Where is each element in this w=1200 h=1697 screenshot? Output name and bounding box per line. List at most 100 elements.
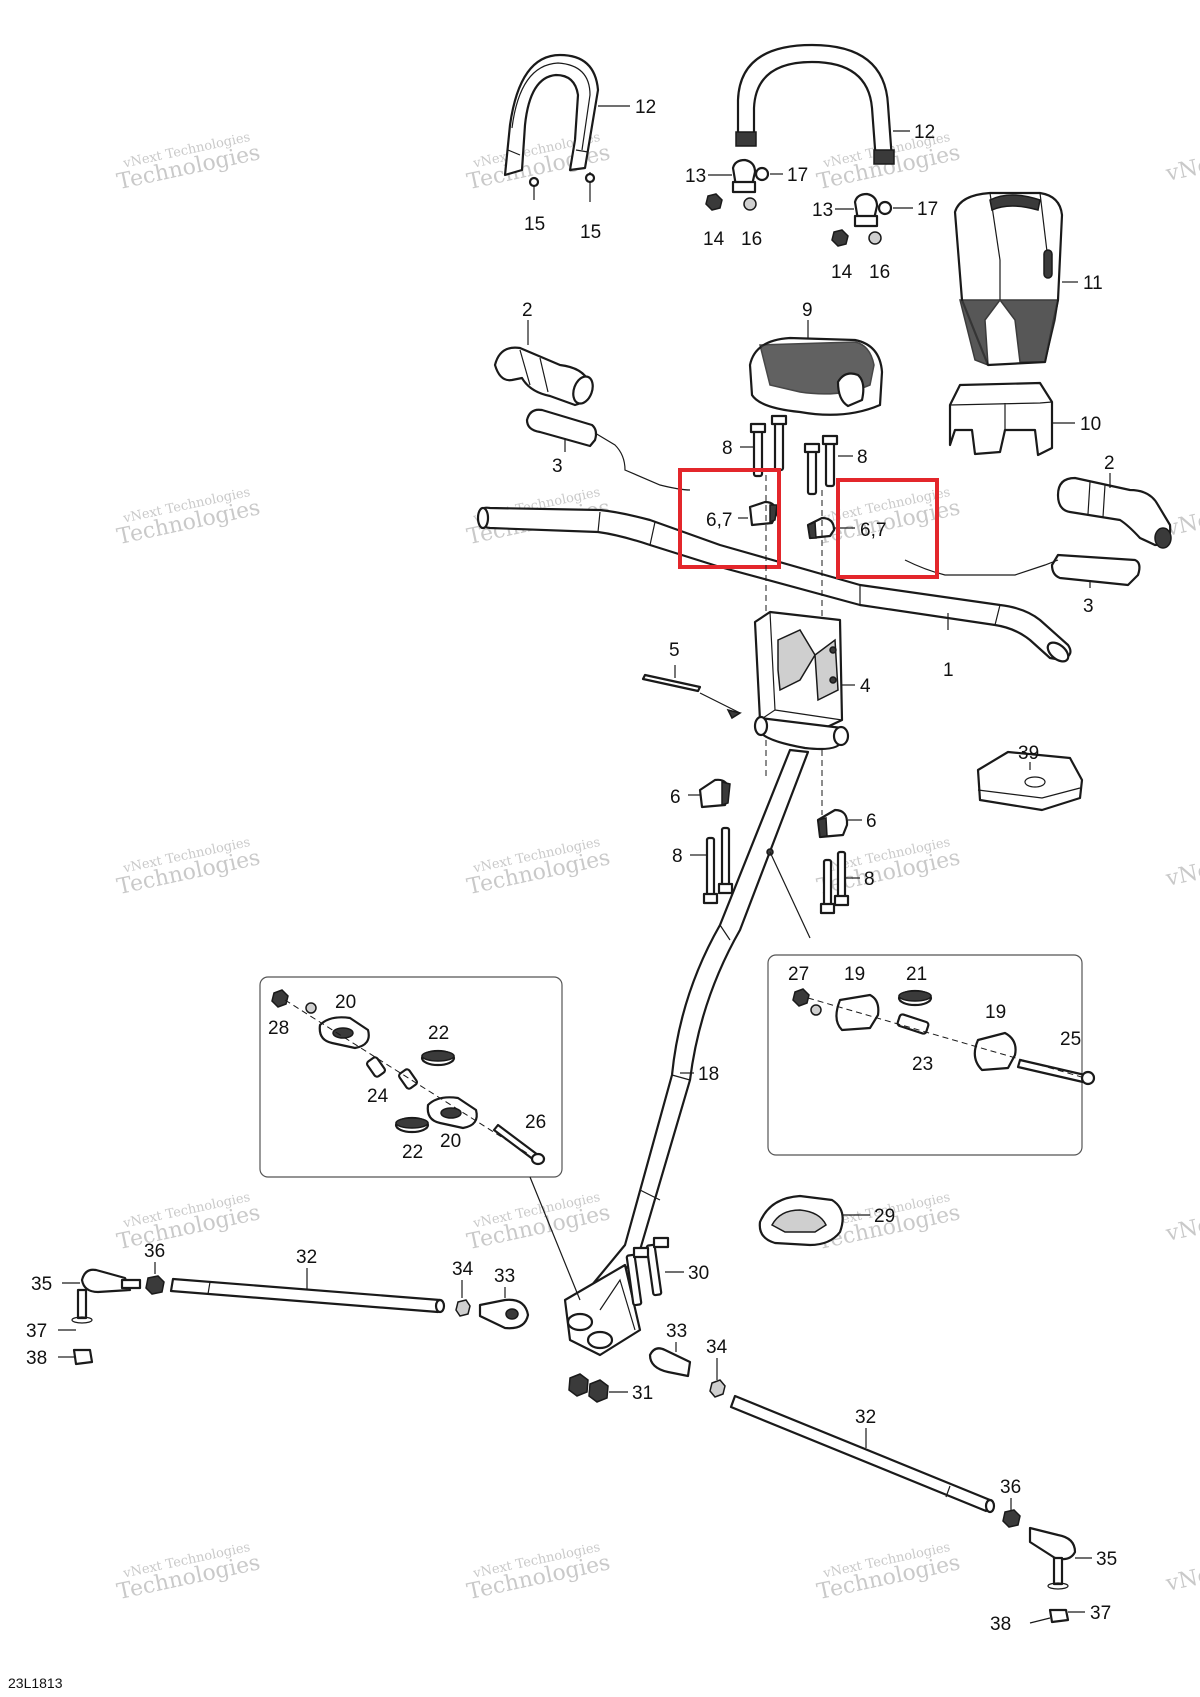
- callout-14a: 14: [703, 229, 725, 250]
- callout-19a: 19: [844, 964, 865, 985]
- watermark: vNext Technologies Technologies: [115, 1190, 263, 1255]
- handle-loop-right: [735, 43, 895, 165]
- callout-9: 9: [802, 300, 813, 321]
- callout-8b: 8: [857, 447, 868, 468]
- clamp-67-left: [748, 500, 778, 527]
- callout-17a: 17: [787, 165, 808, 186]
- callout-30: 30: [688, 1263, 709, 1284]
- callout-4: 4: [860, 676, 871, 697]
- callout-10: 10: [1080, 414, 1101, 435]
- svg-text:vNext: vNext: [1163, 1559, 1200, 1597]
- callout-1: 1: [943, 660, 954, 681]
- callout-17b: 17: [917, 199, 938, 220]
- callout-14b: 14: [831, 262, 853, 283]
- inset-right-parts: [792, 988, 1096, 1086]
- callout-36a: 36: [144, 1241, 165, 1262]
- inset-detail-right: [767, 954, 1083, 1156]
- svg-text:vNext: vNext: [1163, 1209, 1200, 1247]
- watermark-edge: vNext: [1163, 1559, 1200, 1597]
- clamp-6-lower-right: [816, 808, 849, 839]
- callout-22b: 22: [402, 1142, 423, 1163]
- callout-29: 29: [874, 1206, 895, 1227]
- clamp-67-right: [806, 516, 836, 540]
- cover-10: [948, 381, 1054, 457]
- clamp-6-lower-left: [698, 778, 731, 809]
- clamp-set-right: [831, 192, 893, 247]
- handle-riser-left: [503, 53, 600, 202]
- callout-20a: 20: [335, 992, 356, 1013]
- callout-15a: 15: [524, 214, 545, 235]
- throttle-3-left: [525, 408, 691, 491]
- callout-32b: 32: [855, 1407, 876, 1428]
- plate-39: [976, 750, 1084, 812]
- callout-37a: 37: [26, 1321, 47, 1342]
- callout-8d: 8: [864, 869, 875, 890]
- callout-25: 25: [1060, 1029, 1081, 1050]
- watermark: vNext Technologies Technologies: [815, 485, 963, 550]
- callout-28: 28: [268, 1018, 289, 1039]
- watermark: vNext Technologies Technologies: [115, 485, 263, 550]
- watermark: vNext Technologies Technologies: [815, 835, 963, 900]
- callout-6a: 6: [670, 787, 681, 808]
- handlebar-1: [476, 506, 1072, 663]
- strip-5: [641, 673, 742, 720]
- callout-11: 11: [1083, 273, 1103, 294]
- callout-23: 23: [912, 1054, 933, 1075]
- watermark: vNext Technologies Technologies: [465, 835, 613, 900]
- watermark-edge: vNext: [1163, 854, 1200, 892]
- callout-33a: 33: [494, 1266, 515, 1287]
- bolts-8-lower-left: [702, 826, 734, 905]
- callout-2a: 2: [522, 300, 533, 321]
- callout-22a: 22: [428, 1023, 449, 1044]
- cover-9: [748, 336, 884, 416]
- callout-31: 31: [632, 1383, 653, 1404]
- svg-text:vNext: vNext: [1163, 149, 1200, 187]
- callout-6b: 6: [866, 811, 877, 832]
- lever-29: [758, 1194, 844, 1247]
- callout-12a: 12: [635, 97, 656, 118]
- watermark: vNext Technologies Technologies: [465, 1190, 613, 1255]
- clamp-set-left: [705, 158, 770, 211]
- highlight-box-right: [836, 478, 939, 579]
- callout-38a: 38: [26, 1348, 47, 1369]
- watermark: vNext Technologies Technologies: [815, 1540, 963, 1605]
- bolts-8-top-left: [749, 414, 788, 478]
- callout-19b: 19: [985, 1002, 1006, 1023]
- callout-34a: 34: [452, 1259, 474, 1280]
- callout-8c: 8: [672, 846, 683, 867]
- callout-20b: 20: [440, 1131, 461, 1152]
- watermark-edge: vNext: [1163, 149, 1200, 187]
- callout-8a: 8: [722, 438, 733, 459]
- watermark: vNext Technologies Technologies: [115, 835, 263, 900]
- callout-33b: 33: [666, 1321, 687, 1342]
- callout-67a: 6,7: [706, 510, 732, 531]
- watermark: vNext Technologies Technologies: [115, 130, 263, 195]
- tie-rod-left: [71, 1268, 530, 1366]
- callout-38b: 38: [990, 1614, 1011, 1635]
- grip-2-right: [1056, 476, 1172, 549]
- inset-detail-left: [259, 976, 563, 1178]
- callout-13b: 13: [812, 200, 833, 221]
- watermark-edge: vNext: [1163, 1209, 1200, 1247]
- callout-32a: 32: [296, 1247, 317, 1268]
- tie-rod-right: [648, 1347, 1077, 1624]
- callout-27: 27: [788, 964, 809, 985]
- callout-3a: 3: [552, 456, 563, 477]
- diagram-code: 23L1813: [8, 1675, 63, 1691]
- nuts-31: [568, 1373, 609, 1403]
- callout-26: 26: [525, 1112, 546, 1133]
- callout-2b: 2: [1104, 453, 1115, 474]
- callout-35b: 35: [1096, 1549, 1117, 1570]
- cover-11: [953, 191, 1064, 367]
- callout-15b: 15: [580, 222, 601, 243]
- callout-13a: 13: [685, 166, 706, 187]
- inset-left-parts: [271, 989, 546, 1166]
- callout-37b: 37: [1090, 1603, 1111, 1624]
- callout-24: 24: [367, 1086, 389, 1107]
- callout-12b: 12: [914, 122, 935, 143]
- highlight-box-left: [678, 468, 781, 569]
- svg-text:vNext: vNext: [1163, 854, 1200, 892]
- bolts-8-lower-right: [819, 850, 850, 915]
- callout-16a: 16: [741, 229, 762, 250]
- grip-2-left: [493, 346, 594, 407]
